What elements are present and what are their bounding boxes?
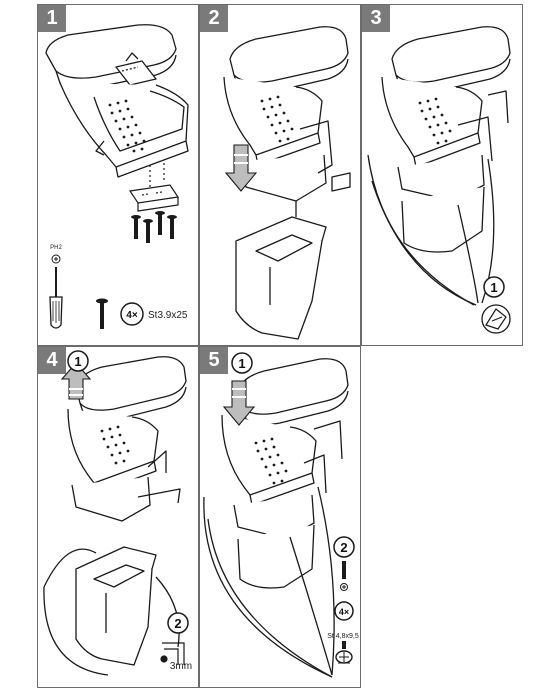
callout-circle xyxy=(333,536,355,558)
screw-spec-label: St3.9x25 xyxy=(148,310,188,321)
callout-circle xyxy=(483,276,505,298)
screw-quantity: 4× xyxy=(339,607,349,617)
screw-icon xyxy=(335,641,353,664)
up-arrow-icon xyxy=(60,362,92,400)
down-arrow-icon xyxy=(222,380,256,426)
step-panel-4: 4 xyxy=(37,346,199,688)
callout-number-top: 1 xyxy=(74,354,81,369)
step4-illustration: 1 2 3mm xyxy=(43,350,192,676)
down-arrow-icon xyxy=(224,144,258,192)
step-number-badge: 2 xyxy=(200,5,228,32)
callout-number-bottom: 2 xyxy=(174,616,181,631)
screw-quantity: 4× xyxy=(126,310,138,321)
step1-illustration: PH2 4× St3.9x25 xyxy=(45,24,189,329)
tool-tip-label: PH2 xyxy=(50,245,62,251)
step2-illustration xyxy=(223,26,351,340)
screw-icon xyxy=(96,298,108,329)
step5-illustration: 1 2 4× St 4,8x9,5 xyxy=(203,352,359,678)
screwdriver-icon xyxy=(49,254,63,329)
step-number-badge: 5 xyxy=(200,347,228,374)
mounting-screws xyxy=(131,211,177,243)
step3-illustration: 1 xyxy=(367,26,511,334)
step-panel-1: 1 xyxy=(37,4,199,346)
quantity-badge xyxy=(120,302,144,326)
callout-number-top: 1 xyxy=(238,356,245,371)
gap-detail-icon xyxy=(160,642,185,665)
step-number-badge: 4 xyxy=(38,347,66,374)
screwdriver-icon xyxy=(340,561,348,591)
gap-dimension: 3mm xyxy=(170,661,192,672)
step-number-badge: 1 xyxy=(38,5,66,32)
screw-spec-label: St 4,8x9,5 xyxy=(327,633,359,640)
quantity-badge xyxy=(334,601,354,621)
step-panel-5: 5 xyxy=(199,346,361,688)
step-panel-2: 2 xyxy=(199,4,361,346)
callout-number: 1 xyxy=(490,280,497,295)
callout-number-side: 2 xyxy=(340,540,347,555)
clip-detail-icon xyxy=(481,304,511,334)
perforation-pattern xyxy=(108,99,146,153)
step-number-badge: 3 xyxy=(362,5,390,32)
callout-circle xyxy=(67,350,89,372)
callout-circle xyxy=(231,352,253,374)
step-panel-3: 3 xyxy=(361,4,523,346)
callout-circle xyxy=(167,612,189,634)
